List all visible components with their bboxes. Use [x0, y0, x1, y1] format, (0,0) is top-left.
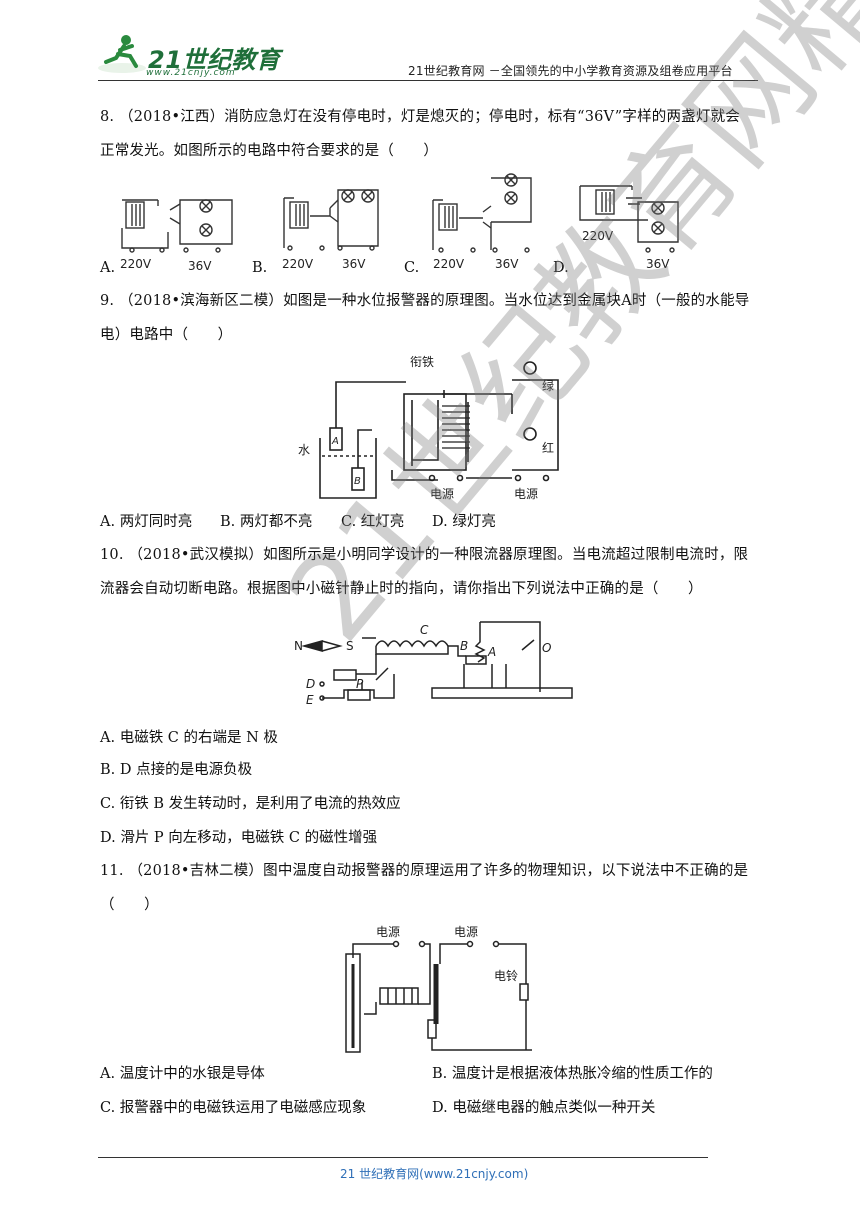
q10-option-b[interactable]: B. D 点接的是电源负极 [100, 762, 253, 778]
q8c-label-36v: 36V [495, 257, 519, 271]
q10-label-p: P [356, 677, 364, 691]
q11-option-a[interactable]: A. 温度计中的水银是导体 [100, 1066, 265, 1082]
q11-option-b[interactable]: B. 温度计是根据液体热胀冷缩的性质工作的 [432, 1066, 713, 1082]
q8a-label-220v: 220V [120, 257, 152, 271]
q9-water-level-alarm-diagram: 衔铁 绿 红 水 A B 电源 电源 [298, 355, 559, 501]
q10-option-a[interactable]: A. 电磁铁 C 的右端是 N 极 [100, 730, 278, 746]
q9-label-green: 绿 [542, 378, 554, 393]
footer-divider [98, 1157, 708, 1158]
question-8-line2: 正常发光。如图所示的电路中符合要求的是（ ） [100, 143, 439, 159]
question-9-line2: 电）电路中（ ） [100, 327, 233, 343]
q9-label-armature: 衔铁 [410, 355, 434, 369]
q9-label-b: B [354, 476, 361, 487]
q8-circuit-d: 220V 36V [579, 185, 679, 271]
question-11-line2: （ ） [100, 897, 159, 913]
q9-label-power1: 电源 [430, 487, 454, 501]
q11-label-bell: 电铃 [494, 968, 518, 983]
q8c-label-220v: 220V [433, 257, 465, 271]
q9-label-water: 水 [298, 443, 310, 457]
q11-option-d[interactable]: D. 电磁继电器的触点类似一种开关 [432, 1100, 656, 1116]
q11-option-c[interactable]: C. 报警器中的电磁铁运用了电磁感应现象 [100, 1100, 367, 1116]
q8-option-d[interactable]: D. [553, 260, 569, 276]
q8-circuit-b: 220V 36V [282, 189, 379, 271]
q9-option-d[interactable]: D. 绿灯亮 [432, 514, 496, 530]
q8d-label-36v: 36V [646, 257, 670, 271]
q9-option-a[interactable]: A. 两灯同时亮 [100, 514, 193, 530]
q9-label-red: 红 [542, 440, 554, 455]
q10-current-limiter-diagram: N S C B A O D E P [294, 621, 573, 707]
logo-text: 21世纪教育 [148, 46, 281, 74]
q10-label-o: O [542, 641, 551, 655]
q10-option-d[interactable]: D. 滑片 P 向左移动，电磁铁 C 的磁性增强 [100, 830, 378, 846]
q8-option-b[interactable]: B. [252, 260, 268, 276]
question-9: 9. （2018•滨海新区二模）如图是一种水位报警器的原理图。当水位达到金属块A… [100, 284, 765, 352]
q9-label-power2: 电源 [514, 487, 538, 501]
header-divider [98, 80, 758, 81]
q10-label-a: A [487, 645, 496, 659]
question-11: 11. （2018•吉林二模）图中温度自动报警器的原理运用了许多的物理知识，以下… [100, 854, 765, 922]
q11-temperature-alarm-diagram: 电源 电源 电铃 [345, 925, 532, 1053]
question-11-line1: 11. （2018•吉林二模）图中温度自动报警器的原理运用了许多的物理知识，以下… [100, 863, 749, 879]
q9-option-b[interactable]: B. 两灯都不亮 [220, 514, 313, 530]
q8b-label-36v: 36V [342, 257, 366, 271]
q10-label-s: S [346, 639, 354, 653]
q10-label-c: C [420, 623, 429, 637]
q10-option-c[interactable]: C. 衔铁 B 发生转动时，是利用了电流的热效应 [100, 796, 401, 812]
q8-option-c[interactable]: C. [404, 260, 420, 276]
question-8: 8. （2018•江西）消防应急灯在没有停电时，灯是熄灭的；停电时，标有“36V… [100, 100, 765, 168]
footer-text[interactable]: 21 世纪教育网(www.21cnjy.com) [340, 1167, 529, 1181]
q11-label-power2: 电源 [454, 925, 478, 939]
question-10: 10. （2018•武汉模拟）如图所示是小明同学设计的一种限流器原理图。当电流超… [100, 538, 765, 606]
question-10-line2: 流器会自动切断电路。根据图中小磁针静止时的指向，请你指出下列说法中正确的是（ ） [100, 581, 703, 597]
logo-url: www.21cnjy.com [146, 68, 236, 78]
q8-option-a[interactable]: A. [100, 260, 116, 276]
question-8-line1: 8. （2018•江西）消防应急灯在没有停电时，灯是熄灭的；停电时，标有“36V… [100, 109, 740, 125]
logo-runner-icon [98, 35, 146, 73]
question-9-line1: 9. （2018•滨海新区二模）如图是一种水位报警器的原理图。当水位达到金属块A… [100, 293, 750, 309]
q8d-label-220v: 220V [582, 229, 614, 243]
q10-label-e: E [306, 693, 314, 707]
q10-label-d: D [306, 677, 315, 691]
q11-label-power1: 电源 [376, 925, 400, 939]
q8-circuit-a: 220V 36V [120, 199, 233, 273]
q9-option-c[interactable]: C. 红灯亮 [341, 514, 405, 530]
q8b-label-220v: 220V [282, 257, 314, 271]
q8a-label-36v: 36V [188, 259, 212, 273]
q9-label-a: A [331, 436, 339, 447]
question-10-line1: 10. （2018•武汉模拟）如图所示是小明同学设计的一种限流器原理图。当电流超… [100, 547, 749, 563]
header-tagline: 21世纪教育网 －全国领先的中小学教育资源及组卷应用平台 [408, 64, 733, 78]
q10-label-b: B [460, 639, 468, 653]
q8-circuit-c: 220V 36V [432, 173, 532, 271]
q10-label-n: N [294, 639, 303, 653]
